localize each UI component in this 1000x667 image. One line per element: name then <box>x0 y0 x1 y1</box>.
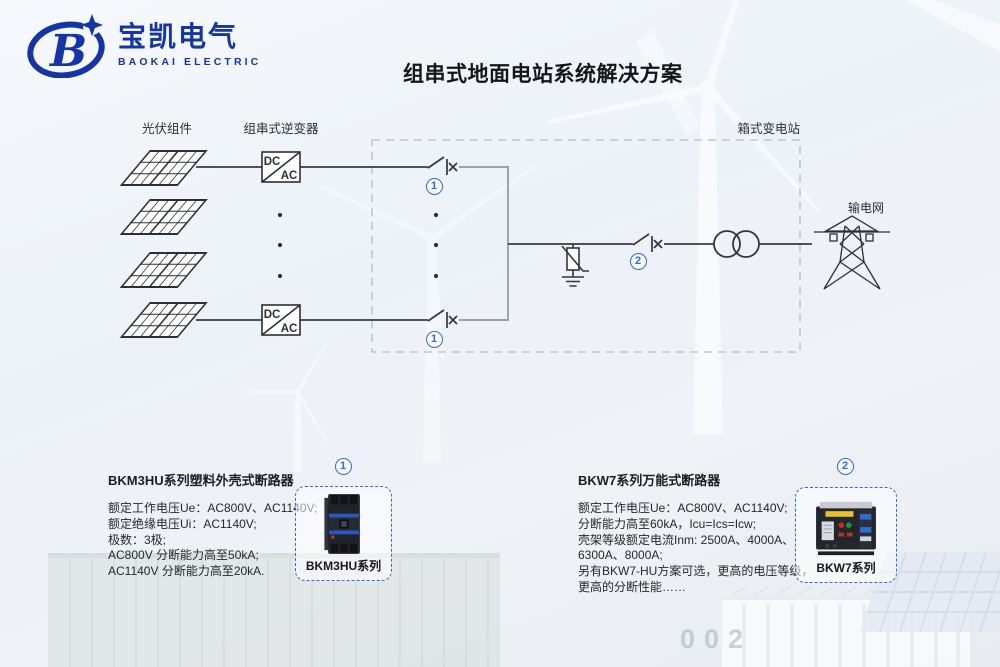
transformer-icon <box>713 230 760 258</box>
container-white <box>722 586 970 667</box>
svg-text:B: B <box>48 26 87 77</box>
wind-turbine-icon <box>239 340 328 472</box>
pv-panel-icon <box>120 251 208 289</box>
label-string-inverter: 组串式逆变器 <box>243 121 319 136</box>
product-2-info: BKW7系列万能式断路器 额定工作电压Ue：AC800V、AC1140V; 分断… <box>578 470 838 596</box>
spec-line: 额定工作电压Ue：AC800V、AC1140V; <box>578 501 788 515</box>
brand-logo-mark: B <box>27 14 105 78</box>
continuation-dots <box>277 212 439 279</box>
spec-line: 分断能力高至60kA，Icu=Ics=Icw; <box>578 516 757 531</box>
inverter-ac-label: AC <box>281 170 298 182</box>
star-icon <box>81 14 103 36</box>
product-card-1-label: BKM3HU系列 <box>305 559 382 573</box>
pv-panel-icon <box>120 301 208 339</box>
container-number-watermark: 002 <box>680 624 753 654</box>
product-2-heading: BKW7系列万能式断路器 <box>578 473 721 488</box>
acb-product-image <box>816 501 876 556</box>
brand-logo: B 宝凯电气 BAOKAI ELECTRIC <box>26 12 261 78</box>
card-marker-2: 2 <box>836 457 854 475</box>
surge-arrester-icon <box>561 244 589 287</box>
ground-icon <box>562 276 584 287</box>
inverter-dc-label: DC <box>264 309 281 321</box>
diagram-marker-2: 2 <box>629 252 647 270</box>
pv-panel-icon <box>120 149 208 187</box>
spec-line: 极数：3极; <box>108 532 167 547</box>
brand-name-en: BAOKAI ELECTRIC <box>118 55 262 68</box>
label-power-grid: 输电网 <box>848 200 884 215</box>
spec-line: 6300A、8000A; <box>578 548 663 563</box>
circuit-lines <box>196 166 812 321</box>
spec-line: AC1140V 分断能力高至20kA. <box>108 564 265 579</box>
spec-line: 额定绝缘电压Ui：AC1140V; <box>108 516 257 531</box>
substation-boundary-box <box>371 139 801 353</box>
product-1-info: BKM3HU系列塑料外壳式断路器 额定工作电压Ue：AC800V、AC1140V… <box>108 470 348 580</box>
collector-bus-line <box>459 166 509 321</box>
card-marker-1: 1 <box>334 457 352 475</box>
wind-turbine-icon <box>319 166 535 463</box>
spec-line: 更高的分断性能…… <box>578 579 687 594</box>
inverter-dc-label: DC <box>264 156 281 168</box>
mccb-product-image <box>323 494 360 554</box>
diagram-marker-1: 1 <box>425 177 443 195</box>
breaker-icon <box>632 233 663 253</box>
inverter-box-icon <box>261 151 301 183</box>
turbine-blade-streak <box>906 0 1000 52</box>
label-pv-modules: 光伏组件 <box>142 122 192 136</box>
pv-panel-icon <box>120 198 208 236</box>
spec-line: 壳架等级额定电流Inm: 2500A、4000A、 <box>578 532 795 547</box>
spec-line: AC800V 分断能力高至50kA; <box>108 548 259 563</box>
spec-line: 另有BKW7-HU方案可选，更高的电压等级， <box>578 564 814 579</box>
breaker-icon <box>427 156 458 176</box>
inverter-box-icon <box>261 304 301 336</box>
label-box-substation: 箱式变电站 <box>737 121 800 136</box>
page-title: 组串式地面电站系统解决方案 <box>403 63 683 86</box>
product-card-2-label: BKW7系列 <box>816 561 876 575</box>
inverter-ac-label: AC <box>281 323 298 335</box>
product-card-1: BKM3HU系列 <box>295 486 392 581</box>
product-card-2: BKW7系列 <box>795 487 897 583</box>
diagram-marker-1: 1 <box>425 330 443 348</box>
product-1-heading: BKM3HU系列塑料外壳式断路器 <box>108 473 294 488</box>
transmission-tower-icon <box>814 215 890 290</box>
breaker-icon <box>427 309 458 329</box>
brand-name-cn: 宝凯电气 <box>118 20 239 52</box>
spec-line: 额定工作电压Ue：AC800V、AC1140V; <box>108 501 318 515</box>
